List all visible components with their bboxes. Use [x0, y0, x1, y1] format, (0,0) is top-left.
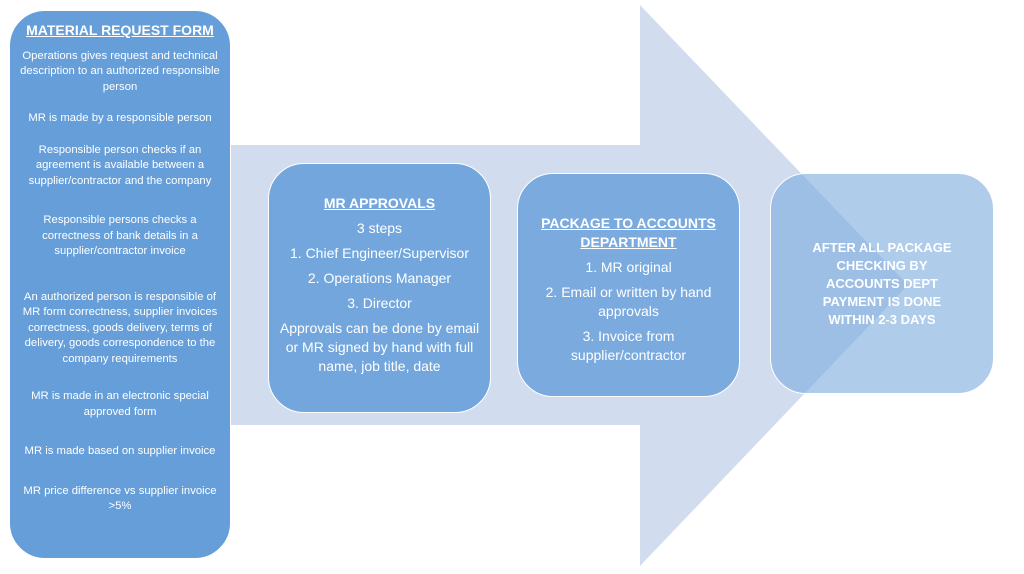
- package-line: 2. Email or written by hand approvals: [545, 284, 712, 319]
- mr-item: MR price difference vs supplier invoice …: [23, 484, 217, 513]
- mr-item: An authorized person is responsible of M…: [22, 290, 218, 365]
- approvals-title: MR APPROVALS: [323, 195, 436, 211]
- mr-item: Responsible person checks if an agreemen…: [28, 143, 212, 187]
- mr-item: MR is made based on supplier invoice: [24, 445, 216, 457]
- mr-item: Operations gives request and technical d…: [20, 49, 220, 93]
- material-request-title: MATERIAL REQUEST FORM: [26, 22, 214, 38]
- approvals-line: 1. Chief Engineer/Supervisor: [290, 245, 469, 261]
- mr-item: MR is made by a responsible person: [28, 112, 212, 124]
- approvals-line: 3 steps: [356, 220, 403, 236]
- package-to-accounts-box: PACKAGE TO ACCOUNTS DEPARTMENT 1. MR ori…: [517, 173, 740, 397]
- package-line: 3. Invoice from supplier/contractor: [570, 328, 687, 363]
- payment-text: AFTER ALL PACKAGE CHECKING BY ACCOUNTS D…: [812, 239, 952, 327]
- package-line: 1. MR original: [585, 259, 672, 275]
- package-title: PACKAGE TO ACCOUNTS DEPARTMENT: [541, 215, 716, 250]
- mr-item: Responsible persons checks a correctness…: [42, 214, 198, 257]
- material-request-form-box: MATERIAL REQUEST FORM Operations gives r…: [9, 10, 231, 559]
- approvals-line: Approvals can be done by email or MR sig…: [279, 320, 480, 374]
- approvals-line: 2. Operations Manager: [307, 270, 452, 286]
- approvals-line: 3. Director: [347, 295, 412, 311]
- mr-item: MR is made in an electronic special appr…: [31, 390, 209, 418]
- mr-approvals-box: MR APPROVALS 3 steps 1. Chief Engineer/S…: [268, 163, 491, 413]
- payment-box: AFTER ALL PACKAGE CHECKING BY ACCOUNTS D…: [770, 173, 994, 394]
